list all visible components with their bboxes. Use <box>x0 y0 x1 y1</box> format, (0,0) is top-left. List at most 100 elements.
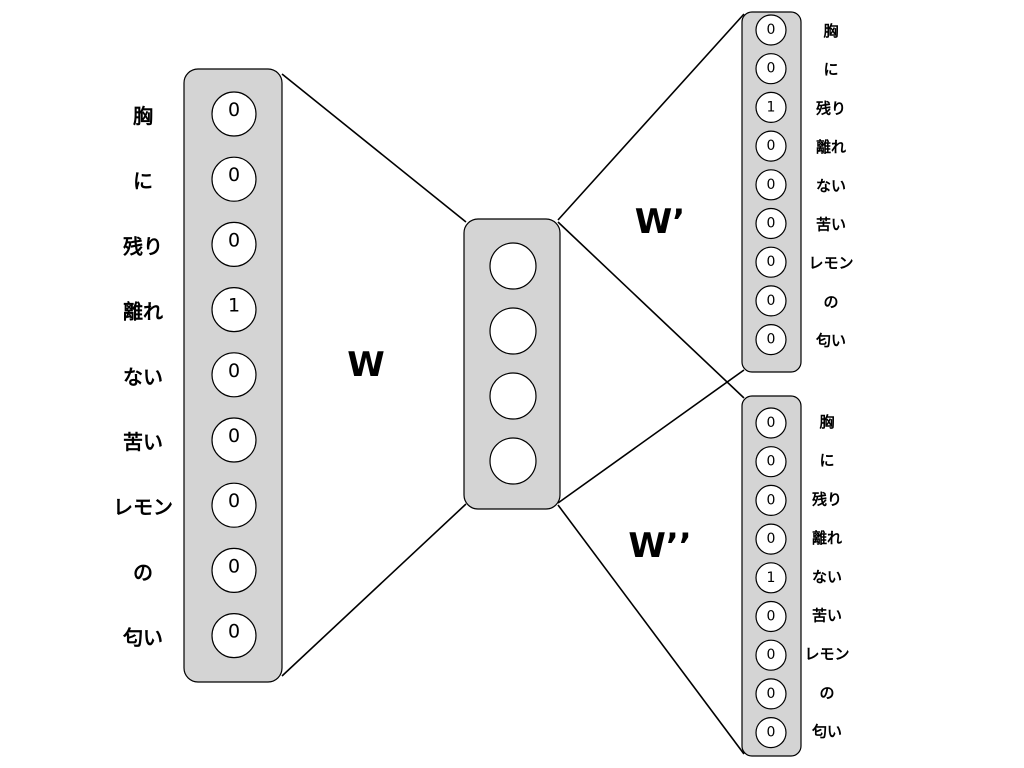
output2-node <box>755 678 787 710</box>
output1-word-label: 苦い <box>816 216 846 234</box>
connection-lines <box>281 13 745 755</box>
edge-hidden-to-output2-top <box>557 221 745 399</box>
output2-node <box>755 484 787 516</box>
hidden-node <box>489 307 537 355</box>
output1-word-label: 胸 <box>823 22 838 40</box>
output2-node <box>755 562 787 594</box>
output1-node <box>755 324 787 356</box>
input-word-label: 残り <box>123 234 163 258</box>
output2-node-value: 0 <box>767 609 776 625</box>
input-node-value: 0 <box>228 621 240 643</box>
weight-label-w-double-prime: W’’ <box>628 526 691 566</box>
hidden-node <box>489 372 537 420</box>
input-word-label: 離れ <box>123 300 163 324</box>
output1-word-label: の <box>823 293 838 311</box>
output2-node-value: 0 <box>767 686 776 702</box>
output2-word-label: 胸 <box>819 413 834 431</box>
output2-word-label: 離れ <box>812 529 842 547</box>
output1-node <box>755 169 787 201</box>
edge-input-top-to-hidden <box>281 73 467 223</box>
output1-node-value: 0 <box>767 177 776 193</box>
input-node <box>211 91 257 137</box>
output2-word-label: に <box>819 452 834 470</box>
hidden-node <box>489 242 537 290</box>
output2-word-label: の <box>819 684 834 702</box>
input-node <box>211 612 257 659</box>
weight-label-w: W <box>347 345 385 385</box>
input-node-value: 0 <box>228 425 240 447</box>
output1-word-label: レモン <box>808 254 853 272</box>
input-node <box>211 287 257 333</box>
input-word-label: 苦い <box>123 430 163 454</box>
output2-node-value: 0 <box>767 454 776 470</box>
output2-node-value: 0 <box>767 531 776 547</box>
output1-node-value: 0 <box>767 254 776 270</box>
input-word-label: レモン <box>113 495 173 519</box>
output2-node <box>755 446 787 478</box>
input-layer: 0 胸 0 に 0 残り 1 離れ 0 ない 0 苦い 0 レモン 0 の 0 匂い <box>113 68 283 683</box>
output1-node <box>755 130 787 162</box>
input-word-label: の <box>133 560 153 584</box>
input-node <box>211 482 257 528</box>
input-node-value: 0 <box>228 555 240 577</box>
output1-node <box>755 285 787 317</box>
output2-word-label: レモン <box>804 645 849 663</box>
output2-node <box>755 600 787 633</box>
input-node-value: 0 <box>228 490 240 512</box>
input-word-label: に <box>133 169 153 193</box>
output1-word-label: ない <box>816 177 846 195</box>
output2-node-value: 0 <box>767 725 776 741</box>
output1-node <box>755 14 787 46</box>
input-node <box>211 156 257 202</box>
input-word-label: 匂い <box>122 626 163 650</box>
input-word-label: 胸 <box>133 104 153 128</box>
output1-node-value: 0 <box>767 22 776 38</box>
input-node <box>211 221 257 267</box>
input-node-value: 0 <box>228 360 240 382</box>
output1-node-value: 1 <box>767 99 776 115</box>
output2-node <box>755 407 787 439</box>
weight-label-w-prime: W’ <box>635 202 685 242</box>
output1-word-label: 離れ <box>816 138 846 156</box>
output1-word-label: 匂い <box>815 332 846 350</box>
input-node-value: 0 <box>228 99 240 121</box>
output2-node <box>755 639 787 671</box>
edge-hidden-to-output2-bottom <box>557 504 745 755</box>
output1-node-value: 0 <box>767 61 776 77</box>
hidden-node <box>489 437 537 485</box>
output2-word-label: ない <box>812 568 842 586</box>
input-node <box>211 352 257 398</box>
output1-word-label: に <box>823 61 838 79</box>
output1-word-label: 残り <box>816 99 846 117</box>
output2-node <box>755 716 787 749</box>
output1-node-value: 0 <box>767 293 776 309</box>
output2-node-value: 0 <box>767 647 776 663</box>
edge-input-bottom-to-hidden <box>281 503 467 677</box>
edge-hidden-to-output1-top <box>557 13 745 221</box>
input-node-value: 0 <box>228 229 240 251</box>
output2-node-value: 0 <box>767 415 776 431</box>
output2-word-label: 苦い <box>812 607 842 625</box>
output-layer-1: 0 胸 0 に 1 残り 0 離れ 0 ない 0 苦い 0 レモン 0 の 0 匂い <box>741 11 854 373</box>
output1-node <box>755 207 787 240</box>
hidden-layer-box <box>463 218 561 510</box>
output2-word-label: 残り <box>812 490 842 508</box>
input-word-label: ない <box>123 365 163 389</box>
output2-node <box>755 523 787 555</box>
input-node-value: 1 <box>228 295 240 317</box>
input-node <box>211 547 257 594</box>
output1-node <box>755 91 787 124</box>
output2-node-value: 1 <box>767 570 776 586</box>
input-node <box>211 417 257 463</box>
output2-word-label: 匂い <box>811 723 842 741</box>
output1-node <box>755 246 787 278</box>
output1-node-value: 0 <box>767 332 776 348</box>
output1-node-value: 0 <box>767 216 776 232</box>
hidden-layer <box>463 218 561 510</box>
output1-node <box>755 53 787 85</box>
output1-node-value: 0 <box>767 138 776 154</box>
edge-hidden-to-output1-bottom <box>557 369 745 504</box>
input-node-value: 0 <box>228 164 240 186</box>
